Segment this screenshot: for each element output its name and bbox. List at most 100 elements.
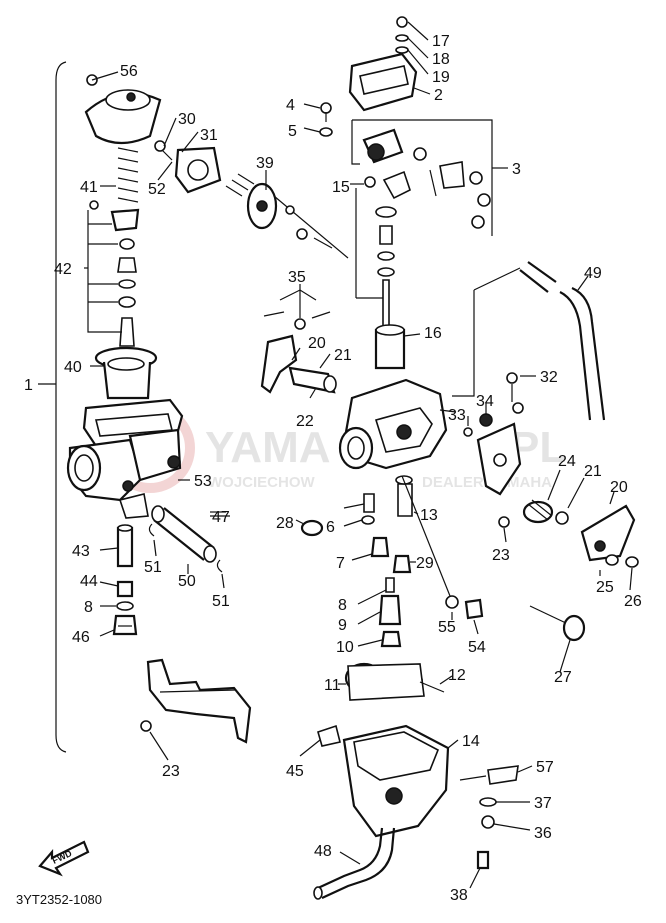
part-label-21: 21 — [584, 463, 602, 480]
part-label-24: 24 — [558, 453, 576, 470]
watermark-sub-left: WOJCIECHOW — [208, 474, 316, 491]
jets-43-44-8-46 — [112, 524, 138, 636]
part-label-47: 47 — [212, 509, 230, 526]
part-label-29: 29 — [416, 555, 434, 572]
part-label-36: 36 — [534, 825, 552, 842]
needle-jet-8-9-10 — [378, 577, 402, 648]
part-label-42: 42 — [54, 261, 72, 278]
part-label-17: 17 — [432, 33, 450, 50]
small-parts-30-31-52 — [154, 140, 222, 194]
part-label-32: 32 — [540, 369, 558, 386]
screw-15 — [364, 169, 437, 200]
part-label-48: 48 — [314, 843, 332, 860]
part-label-20: 20 — [610, 479, 628, 496]
part-label-25: 25 — [596, 579, 614, 596]
screw-27 — [529, 605, 586, 642]
part-label-5: 5 — [288, 123, 297, 140]
diagram-code: 3YT2352-1080 — [16, 892, 102, 907]
part-label-51: 51 — [144, 559, 162, 576]
carb-body-main — [338, 378, 457, 470]
top-cap-2-17-18-19 — [348, 16, 418, 112]
part-label-15: 15 — [332, 179, 350, 196]
part-label-8: 8 — [338, 597, 347, 614]
carb-body-left — [66, 398, 184, 519]
part-label-33: 33 — [448, 407, 466, 424]
part-label-2: 2 — [434, 87, 443, 104]
part-label-52: 52 — [148, 181, 166, 198]
part-labels: 5630315241424015347434484650515123171819… — [24, 33, 642, 904]
part-label-44: 44 — [80, 573, 98, 590]
part-label-10: 10 — [336, 639, 354, 656]
part-label-53: 53 — [194, 473, 212, 490]
part-label-54: 54 — [468, 639, 486, 656]
part-label-49: 49 — [584, 265, 602, 282]
top-cover-56 — [84, 74, 162, 145]
needle-stack-16 — [355, 188, 406, 370]
part-label-12: 12 — [448, 667, 466, 684]
part-label-26: 26 — [624, 593, 642, 610]
right-parts-24-21-20-25-26-23 — [498, 499, 639, 568]
part-label-4: 4 — [286, 97, 295, 114]
part-label-6: 6 — [326, 519, 335, 536]
part-label-46: 46 — [72, 629, 90, 646]
diaphragm-piston-40 — [94, 346, 158, 400]
part-label-11: 11 — [324, 677, 341, 694]
part-label-1: 1 — [24, 377, 33, 394]
part-label-8: 8 — [84, 599, 93, 616]
part-label-37: 37 — [534, 795, 552, 812]
float-11-12 — [344, 662, 445, 701]
part-label-7: 7 — [336, 555, 345, 572]
part-label-3: 3 — [512, 161, 521, 178]
part-label-18: 18 — [432, 51, 450, 68]
part-label-41: 41 — [80, 179, 98, 196]
part-label-34: 34 — [476, 393, 494, 410]
part-label-21: 21 — [334, 347, 352, 364]
part-label-23: 23 — [162, 763, 180, 780]
part-label-9: 9 — [338, 617, 347, 634]
part-label-57: 57 — [536, 759, 554, 776]
lever-20-21-22 — [260, 334, 337, 394]
spring-39-plate — [225, 173, 349, 259]
jets-7-29 — [370, 536, 412, 574]
part-label-31: 31 — [200, 127, 218, 144]
clips-51 — [148, 523, 223, 573]
plate-33-34 — [463, 413, 522, 496]
part-label-50: 50 — [178, 573, 196, 590]
leader-lines — [84, 21, 633, 889]
part-label-16: 16 — [424, 325, 442, 342]
hose-49 — [452, 261, 606, 421]
part-label-38: 38 — [450, 887, 468, 904]
part-label-39: 39 — [256, 155, 274, 172]
part-label-23: 23 — [492, 547, 510, 564]
screw-4-washer-5 — [319, 102, 333, 137]
spring-41 — [117, 147, 139, 203]
screws-32 — [506, 372, 524, 414]
part-label-55: 55 — [438, 619, 456, 636]
part-label-13: 13 — [420, 507, 438, 524]
needle-holder-42 — [87, 200, 140, 347]
part-label-35: 35 — [288, 269, 306, 286]
part-label-19: 19 — [432, 69, 450, 86]
part-label-51: 51 — [212, 593, 230, 610]
bracket-23-left — [140, 658, 252, 744]
part-label-14: 14 — [462, 733, 480, 750]
parts-55-54 — [401, 475, 484, 620]
fwd-arrow: FWD — [38, 840, 90, 877]
screws-35 — [263, 311, 331, 330]
assembly-bracket — [55, 61, 67, 753]
part-label-56: 56 — [120, 63, 138, 80]
part-label-20: 20 — [308, 335, 326, 352]
part-label-27: 27 — [554, 669, 572, 686]
bowl-parts-57-37-36 — [459, 765, 519, 829]
part-label-28: 28 — [276, 515, 294, 532]
pipe-47-50 — [151, 505, 226, 563]
part-label-40: 40 — [64, 359, 82, 376]
part-label-30: 30 — [178, 111, 196, 128]
part-label-43: 43 — [72, 543, 90, 560]
float-bowl-14 — [317, 724, 450, 838]
link-assembly-3 — [351, 119, 493, 236]
drain-hose-48-38 — [313, 827, 490, 900]
watermark-main: YAMA — [205, 423, 331, 472]
